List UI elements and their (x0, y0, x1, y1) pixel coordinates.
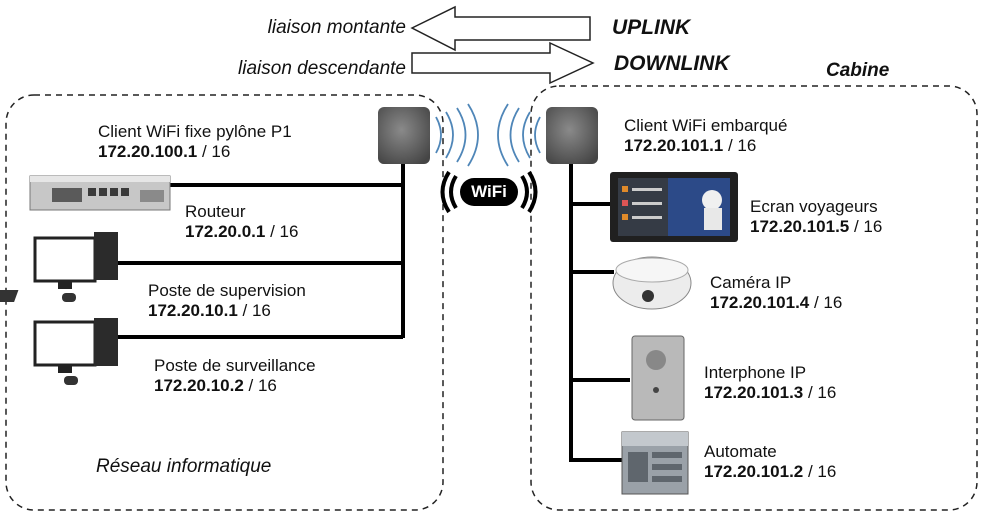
device-label-pylon-client: Client WiFi fixe pylône P1 172.20.100.1 … (98, 122, 292, 162)
wifi-badge-icon (440, 170, 538, 214)
device-label-onboard-client: Client WiFi embarqué 172.20.101.1 / 16 (624, 116, 787, 156)
device-name: Poste de surveillance (154, 356, 316, 375)
network-zone-border (5, 94, 444, 511)
device-name: Client WiFi fixe pylône P1 (98, 122, 292, 141)
intercom-icon (631, 335, 685, 421)
device-name: Routeur (185, 202, 246, 221)
device-name: Client WiFi embarqué (624, 116, 788, 135)
device-name: Ecran voyageurs (750, 197, 878, 216)
device-label-surveillance-pc: Poste de surveillance 172.20.10.2 / 16 (154, 356, 316, 396)
device-name: Poste de supervision (148, 281, 306, 300)
device-ip: 172.20.100.1 (98, 142, 198, 161)
uplink-fr-label: liaison montante (267, 17, 406, 38)
device-mask: / 16 (809, 293, 843, 312)
device-ip: 172.20.0.1 (185, 222, 266, 241)
device-label-router: Routeur 172.20.0.1 / 16 (185, 202, 298, 242)
device-label-ip-camera: Caméra IP 172.20.101.4 / 16 (710, 273, 842, 313)
device-mask: / 16 (197, 142, 231, 161)
supervision-pc-icon (0, 232, 118, 302)
device-ip: 172.20.10.2 (154, 376, 244, 395)
ip-camera-icon (612, 256, 692, 310)
right-network-cables (569, 163, 630, 462)
wifi-badge-label: WiFi (471, 182, 507, 201)
device-name: Automate (704, 442, 777, 461)
device-mask: / 16 (243, 376, 277, 395)
device-ip: 172.20.101.5 (750, 217, 850, 236)
device-label-intercom: Interphone IP 172.20.101.3 / 16 (704, 363, 836, 403)
uplink-label: UPLINK (612, 16, 691, 39)
wifi-waves (435, 103, 541, 167)
left-network-cables (110, 163, 405, 339)
router-icon (29, 175, 171, 211)
downlink-fr-label: liaison descendante (238, 58, 406, 79)
cabin-title: Cabine (826, 60, 890, 81)
uplink-arrow (410, 5, 591, 52)
device-mask: / 16 (803, 383, 837, 402)
downlink-arrow (411, 41, 595, 85)
device-label-plc: Automate 172.20.101.2 / 16 (704, 442, 836, 482)
device-mask: / 16 (265, 222, 299, 241)
device-label-supervision-pc: Poste de supervision 172.20.10.1 / 16 (148, 281, 306, 321)
device-name: Caméra IP (710, 273, 792, 292)
device-mask: / 16 (803, 462, 837, 481)
right-wifi-antenna (546, 107, 598, 164)
surveillance-pc-icon (33, 318, 118, 385)
cabin-zone-border (530, 85, 978, 511)
device-ip: 172.20.101.1 (624, 136, 724, 155)
device-mask: / 16 (237, 301, 271, 320)
network-zone-title: Réseau informatique (96, 456, 272, 477)
device-name: Interphone IP (704, 363, 807, 382)
plc-icon (621, 431, 689, 495)
left-wifi-antenna (378, 107, 430, 164)
device-mask: / 16 (849, 217, 883, 236)
device-mask: / 16 (723, 136, 757, 155)
device-ip: 172.20.101.2 (704, 462, 804, 481)
device-ip: 172.20.101.4 (710, 293, 810, 312)
device-label-passenger-screen: Ecran voyageurs 172.20.101.5 / 16 (750, 197, 882, 237)
downlink-label: DOWNLINK (614, 52, 730, 75)
passenger-screen-icon (610, 172, 738, 242)
device-ip: 172.20.101.3 (704, 383, 804, 402)
device-ip: 172.20.10.1 (148, 301, 238, 320)
